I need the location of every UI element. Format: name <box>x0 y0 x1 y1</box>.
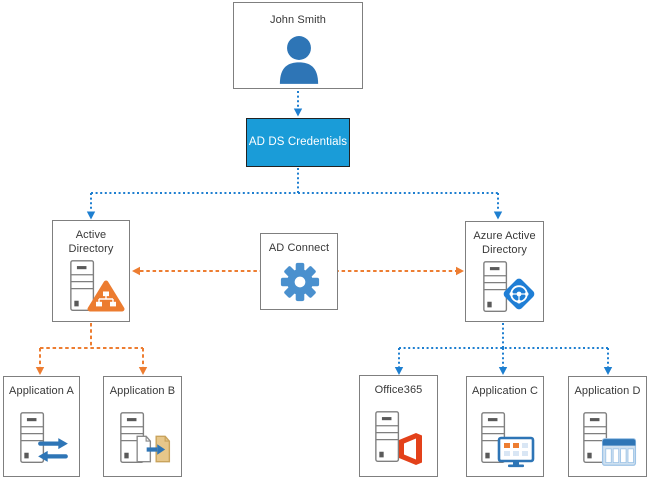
arrowhead-down <box>138 367 148 375</box>
arrowhead-down <box>603 367 613 375</box>
office-logo-icon <box>399 433 422 465</box>
node-azure-active-directory: Azure Active Directory <box>465 221 544 322</box>
node-label: Azure Active Directory <box>473 230 536 257</box>
arrowhead-right <box>456 266 464 276</box>
arrowhead-down <box>493 211 503 220</box>
node-label: Application A <box>9 385 74 397</box>
document-transfer-icon <box>136 435 171 463</box>
node-ad-connect: AD Connect <box>260 233 338 310</box>
node-ad-ds-credentials: AD DS Credentials <box>246 118 350 167</box>
azure-ad-diamond-badge-icon <box>503 278 535 310</box>
node-label: AD DS Credentials <box>248 136 348 149</box>
arrowhead-down <box>35 367 45 375</box>
node-label: AD Connect <box>268 242 330 254</box>
node-label: Application D <box>574 385 641 397</box>
arrowhead-down <box>293 108 303 117</box>
node-office365: Office365 <box>359 375 438 477</box>
arrowhead-down <box>394 367 404 375</box>
node-application-c: Application C <box>466 376 544 477</box>
edge-ad-branch <box>39 323 144 367</box>
sync-arrows-icon <box>38 438 68 462</box>
person-icon <box>279 36 319 84</box>
edge-credentials-branch <box>90 168 499 211</box>
table-icon <box>601 438 637 466</box>
node-active-directory: Active Directory <box>52 220 130 322</box>
node-john-smith: John Smith <box>233 2 363 89</box>
node-label: Application C <box>471 385 539 397</box>
node-label: Active Directory <box>68 229 114 256</box>
node-label: John Smith <box>269 14 327 26</box>
node-application-a: Application A <box>3 376 80 477</box>
arrowhead-down <box>86 211 96 220</box>
node-label: Application B <box>109 385 176 397</box>
node-label: Office365 <box>374 384 423 396</box>
node-application-b: Application B <box>103 376 182 477</box>
node-application-d: Application D <box>568 376 647 477</box>
monitor-icon <box>497 436 535 468</box>
arrowhead-left <box>132 266 140 276</box>
active-directory-badge-icon <box>87 280 125 312</box>
edge-azure-branch <box>398 323 609 367</box>
gear-icon <box>280 262 320 302</box>
arrowhead-down <box>498 367 508 375</box>
